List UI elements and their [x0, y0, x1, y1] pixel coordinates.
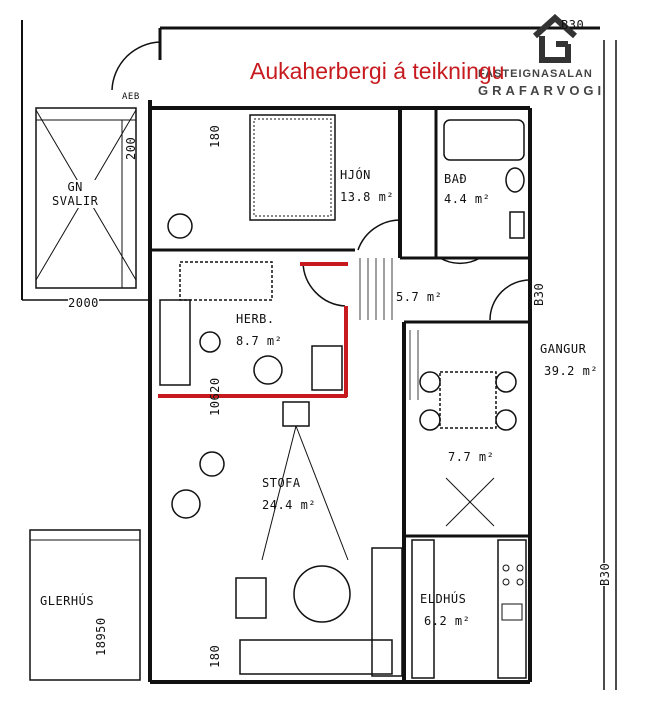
room-gangur-name: GANGUR [540, 342, 587, 356]
logo-line-1: FASTEIGNASALAN [478, 68, 593, 80]
dim-aeb: AEB [122, 92, 140, 102]
dining-chair-3 [419, 409, 441, 431]
dim-b30-right: B30 [598, 562, 612, 586]
bathtub [443, 119, 525, 161]
dim-b30-top: B30 [561, 18, 585, 32]
sofa [239, 639, 393, 675]
room-glerhus-name: GLERHÚS [40, 594, 95, 608]
toilet [505, 167, 525, 193]
dining-x-2 [445, 477, 495, 527]
stove-burner-3 [502, 578, 510, 586]
bed-pattern [253, 118, 332, 217]
double-bed [249, 114, 336, 221]
round-table [293, 565, 351, 623]
room-stofa-name: STOFA [262, 476, 301, 490]
dining-chair-4 [495, 409, 517, 431]
room-hall-area: 5.7 m² [396, 290, 443, 304]
herb-bed [179, 261, 273, 301]
room-bad-name: BAÐ [444, 172, 468, 186]
glerhus-outline [29, 529, 141, 681]
herb-door-swing [302, 261, 346, 307]
balcony-outline [35, 107, 137, 289]
hallway-hatch [359, 258, 419, 400]
lamp-light-1 [261, 425, 297, 561]
room-eldhus-name: ELDHÚS [420, 592, 467, 606]
room-herb-name: HERB. [236, 312, 275, 326]
sink [509, 211, 525, 239]
dim-18950: 18950 [94, 617, 108, 656]
herb-chair [199, 331, 221, 353]
room-hjon-name: HJÓN [340, 168, 371, 182]
stove-burner-2 [516, 564, 524, 572]
stofa-chair-2 [171, 489, 201, 519]
dining-table [439, 371, 497, 429]
room-eldhus-area: 6.2 m² [424, 614, 471, 628]
kitchen-counter-left [411, 539, 435, 679]
room-herb-area: 8.7 m² [236, 334, 283, 348]
sideboard [371, 547, 403, 677]
dim-180-bottom: 180 [208, 644, 222, 668]
stove-burner-1 [502, 564, 510, 572]
hjon-door-swing [357, 219, 401, 251]
room-stofa-area: 24.4 m² [262, 498, 317, 512]
realtor-logo: FASTEIGNASALAN GRAFARVOGI [476, 14, 636, 104]
room-bad-area: 4.4 m² [444, 192, 491, 206]
dim-180-top: 180 [208, 124, 222, 148]
added-room-outline [158, 262, 348, 398]
dim-200: 200 [124, 136, 138, 160]
entry-door-swing [111, 41, 161, 91]
dim-2000: 2000 [68, 296, 99, 310]
room-hjon-area: 13.8 m² [340, 190, 395, 204]
annotation-title: Aukaherbergi á teikningu [250, 58, 505, 84]
herb-armchair [253, 355, 283, 385]
dim-b30-mid: B30 [532, 282, 546, 306]
herb-shelf [159, 299, 191, 386]
sofa-side [235, 577, 267, 619]
stofa-chair-1 [199, 451, 225, 477]
kitchen-sink [501, 603, 523, 621]
room-dining-area: 7.7 m² [448, 450, 495, 464]
lamp-light-2 [295, 425, 349, 561]
logo-line-2: GRAFARVOGI [478, 83, 606, 98]
plant-hjon [167, 213, 193, 239]
g-house-logo-icon [532, 14, 578, 63]
kitchen-counter-right [497, 539, 527, 679]
bad-door-swing [439, 257, 481, 265]
gangur-door-swing [489, 279, 531, 321]
stove-burner-4 [516, 578, 524, 586]
room-svalir-name: GN SVALIR [52, 180, 99, 208]
stofa-lamp-table [282, 401, 310, 427]
dining-chair-1 [419, 371, 441, 393]
room-gangur-area: 39.2 m² [544, 364, 599, 378]
dining-chair-2 [495, 371, 517, 393]
dim-10620: 10620 [208, 377, 222, 416]
herb-desk [311, 345, 343, 391]
